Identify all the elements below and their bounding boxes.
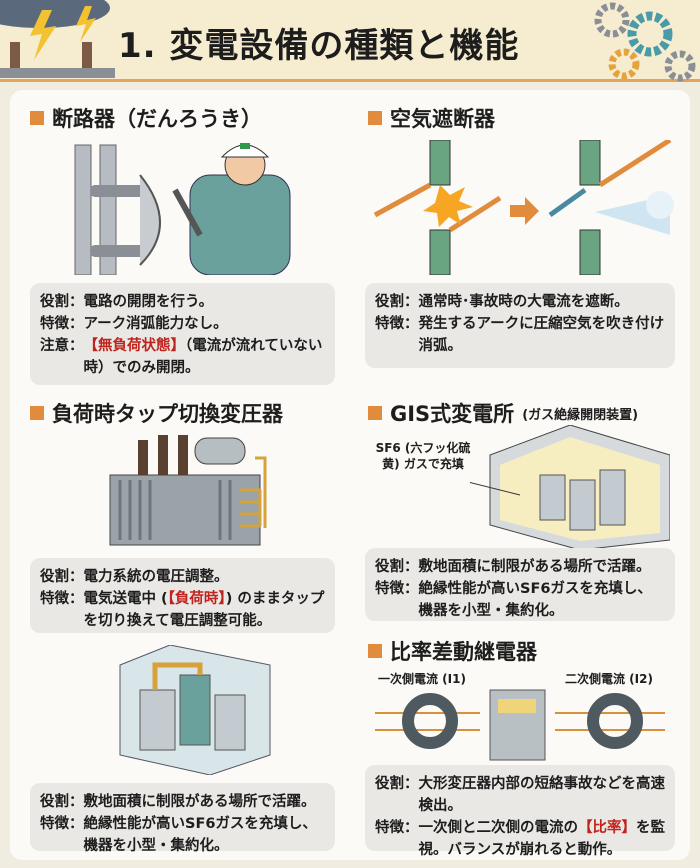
disconnector-info-box: 役割：電路の開閉を行う。 特徴：アーク消弧能力なし。 注意：【無負荷状態】（電流… bbox=[30, 283, 335, 385]
colon: ： bbox=[69, 816, 84, 832]
feature-text: アーク消弧能力なし。 bbox=[83, 316, 228, 332]
role-text: 大形変圧器内部の短絡事故などを高速検出。 bbox=[418, 776, 666, 814]
differential-relay-illustration bbox=[375, 689, 665, 761]
section-heading-air-breaker: 空気遮断器 bbox=[368, 103, 495, 133]
colon: ： bbox=[69, 294, 84, 310]
page-title: 1. 変電設備の種類と機能 bbox=[118, 26, 520, 66]
feature-label: 特徴 bbox=[375, 581, 404, 597]
note-highlight: 【無負荷状態】 bbox=[83, 338, 186, 354]
note-label: 注意 bbox=[40, 338, 69, 354]
heading-subtitle: (ガス絶縁開閉装置) bbox=[522, 407, 639, 423]
feature-text: 発生するアークに圧縮空気を吹き付け消弧。 bbox=[418, 316, 665, 354]
gis-illustration bbox=[470, 425, 670, 550]
role-text: 敷地面積に制限がある場所で活躍。 bbox=[83, 794, 316, 810]
bullet-square-icon bbox=[368, 406, 382, 420]
note-text: （電流が流れていない時）でのみ開閉。 bbox=[83, 338, 323, 376]
role-text: 電力系統の電圧調整。 bbox=[83, 569, 229, 585]
feature-label: 特徴 bbox=[40, 316, 69, 332]
feature-text: ) のままタップを切り換えて電圧調整可能。 bbox=[83, 591, 325, 629]
feature-text: 絶縁性能が高いSF6ガスを充填し、機器を小型・集約化。 bbox=[418, 581, 652, 619]
role-label: 役割 bbox=[375, 776, 404, 792]
role-text: 電路の開閉を行う。 bbox=[83, 294, 214, 310]
heading-text: 空気遮断器 bbox=[390, 107, 495, 131]
colon: ： bbox=[69, 569, 84, 585]
substation-lightning-icon bbox=[0, 0, 115, 78]
role-label: 役割 bbox=[40, 794, 69, 810]
feature-text: 電気送電中 ( bbox=[83, 591, 168, 607]
role-text: 通常時･事故時の大電流を遮断。 bbox=[418, 294, 629, 310]
bullet-square-icon bbox=[30, 111, 44, 125]
title-banner: 1. 変電設備の種類と機能 bbox=[0, 0, 700, 82]
feature-label: 特徴 bbox=[40, 591, 69, 607]
colon: ： bbox=[404, 820, 419, 836]
feature-label: 特徴 bbox=[375, 820, 404, 836]
feature-text: 一次側と二次側の電流の bbox=[418, 820, 579, 836]
relay-info-box: 役割：大形変圧器内部の短絡事故などを高速検出。 特徴：一次側と二次側の電流の【比… bbox=[365, 765, 675, 858]
sf6-callout: SF6 (六フッ化硫黄) ガスで充填 bbox=[375, 441, 471, 471]
transformer-illustration bbox=[109, 435, 267, 546]
bullet-square-icon bbox=[368, 111, 382, 125]
colon: ： bbox=[404, 559, 419, 575]
primary-current-label: 一次側電流 (I1) bbox=[378, 672, 466, 686]
colon: ： bbox=[404, 316, 419, 332]
heading-text: 断路器（だんろうき） bbox=[52, 107, 262, 131]
colon: ： bbox=[404, 294, 419, 310]
oltc-info-box: 役割：電力系統の電圧調整。 特徴：電気送電中 (【負荷時】) のままタップを切り… bbox=[30, 558, 335, 633]
role-label: 役割 bbox=[40, 294, 69, 310]
role-text: 敷地面積に制限がある場所で活躍。 bbox=[418, 559, 651, 575]
colon: ： bbox=[404, 581, 419, 597]
feature-label: 特徴 bbox=[40, 816, 69, 832]
heading-text: 負荷時タップ切換変圧器 bbox=[52, 402, 283, 426]
section-heading-disconnector: 断路器（だんろうき） bbox=[30, 103, 262, 133]
air-breaker-info-box: 役割：通常時･事故時の大電流を遮断。 特徴：発生するアークに圧縮空気を吹き付け消… bbox=[365, 283, 675, 368]
colon: ： bbox=[69, 338, 84, 354]
section-heading-oltc-transformer: 負荷時タップ切換変圧器 bbox=[30, 398, 283, 428]
bullet-square-icon bbox=[30, 406, 44, 420]
colon: ： bbox=[404, 776, 419, 792]
role-label: 役割 bbox=[375, 559, 404, 575]
feature-label: 特徴 bbox=[375, 316, 404, 332]
section-heading-gis: GIS式変電所 (ガス絶縁開閉装置) bbox=[368, 398, 638, 428]
bullet-square-icon bbox=[368, 644, 382, 658]
disconnector-illustration bbox=[74, 143, 291, 275]
compact-info-box: 役割：敷地面積に制限がある場所で活躍。 特徴：絶縁性能が高いSF6ガスを充填し、… bbox=[30, 783, 335, 854]
role-label: 役割 bbox=[375, 294, 404, 310]
colon: ： bbox=[69, 794, 84, 810]
feature-text: を監視。バランスが崩れると動作。 bbox=[418, 820, 666, 858]
secondary-current-label: 二次側電流 (I2) bbox=[565, 672, 653, 686]
heading-text: GIS式変電所 bbox=[390, 402, 515, 426]
heading-text: 比率差動継電器 bbox=[390, 640, 537, 664]
colon: ： bbox=[69, 591, 84, 607]
air-breaker-illustration bbox=[373, 140, 674, 275]
colon: ： bbox=[69, 316, 84, 332]
gis-info-box: 役割：敷地面積に制限がある場所で活躍。 特徴：絶縁性能が高いSF6ガスを充填し、… bbox=[365, 548, 675, 621]
feature-highlight: 【比率】 bbox=[578, 820, 636, 836]
section-heading-differential-relay: 比率差動継電器 bbox=[368, 636, 537, 666]
role-label: 役割 bbox=[40, 569, 69, 585]
compact-substation-illustration bbox=[119, 645, 271, 775]
feature-text: 絶縁性能が高いSF6ガスを充填し、機器を小型・集約化。 bbox=[83, 816, 317, 854]
gears-icon bbox=[594, 2, 696, 82]
feature-highlight: 【負荷時】 bbox=[167, 591, 226, 607]
